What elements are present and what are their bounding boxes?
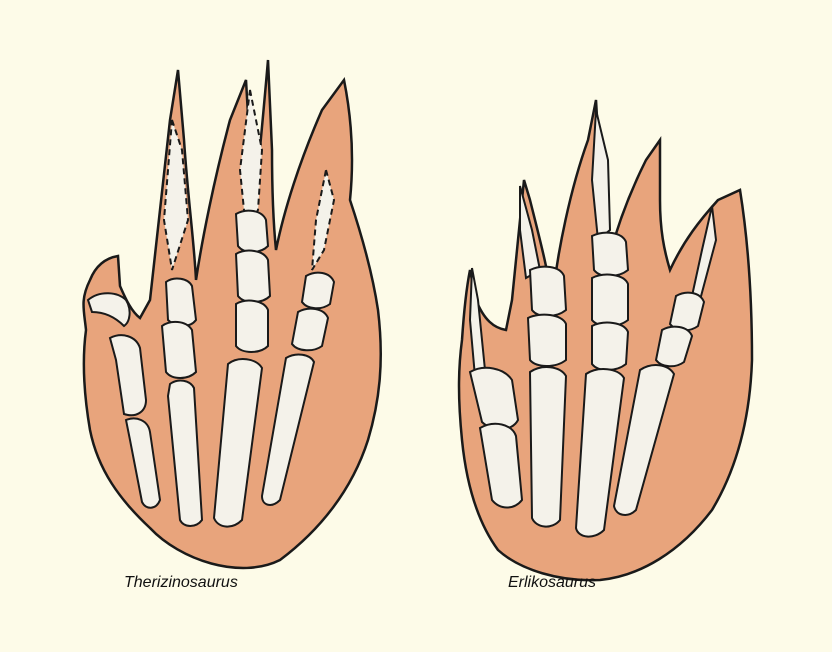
caption-erlikosaurus: Erlikosaurus	[508, 574, 596, 592]
erlikosaurus-phalanx-2a	[530, 267, 566, 316]
erlikosaurus-phalanx-4a	[670, 293, 704, 331]
erlikosaurus-phalanx-3b	[592, 275, 628, 326]
therizinosaurus-phalanx-3c	[236, 301, 268, 352]
erlikosaurus-phalanx-2b	[528, 315, 566, 366]
erlikosaurus-phalanx-3a	[592, 233, 628, 276]
erlikosaurus-hand	[459, 100, 752, 580]
erlikosaurus-phalanx-3c	[592, 323, 628, 370]
caption-therizinosaurus: Therizinosaurus	[124, 574, 238, 592]
therizinosaurus-phalanx-4b	[292, 309, 328, 351]
erlikosaurus-metacarpal-2	[530, 367, 566, 527]
therizinosaurus-phalanx-3b	[236, 251, 270, 302]
therizinosaurus-phalanx-2a	[166, 279, 196, 326]
therizinosaurus-phalanx-4a	[302, 273, 334, 309]
therizinosaurus-phalanx-2b	[162, 322, 196, 378]
therizinosaurus-phalanx-3a	[236, 211, 268, 252]
therizinosaurus-hand	[84, 60, 381, 568]
